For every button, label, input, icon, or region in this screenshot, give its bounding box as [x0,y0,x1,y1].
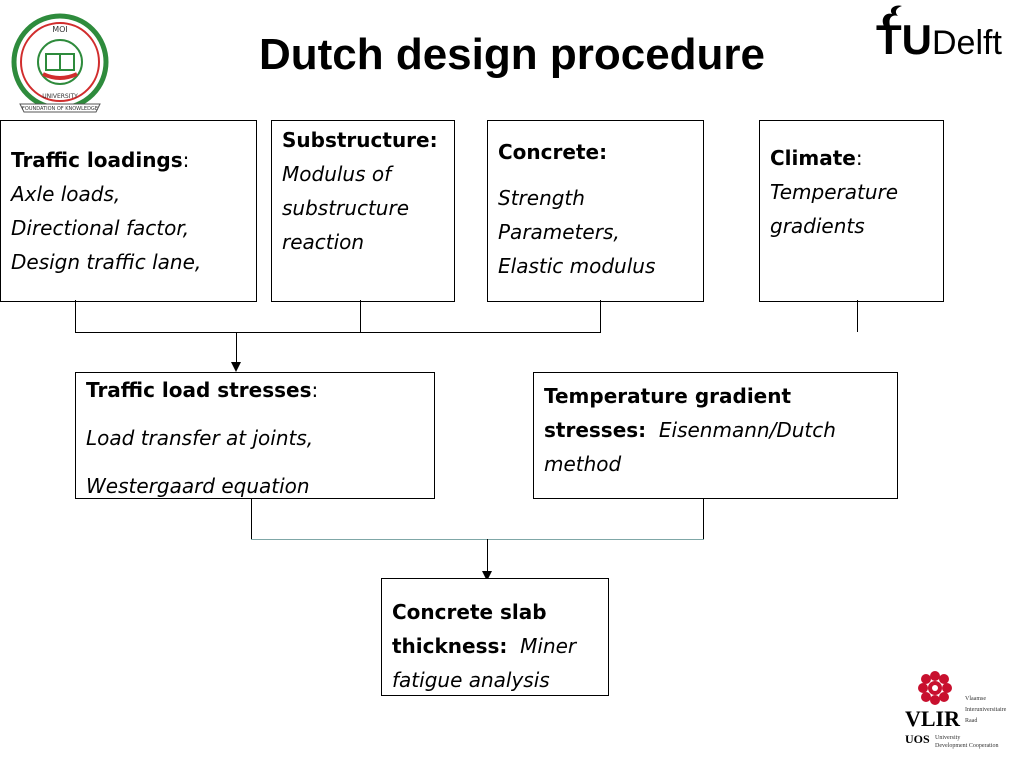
connector-temp-stresses [703,498,704,540]
connector-traffic-stresses [251,498,252,540]
substructure-line-3: reaction [282,230,365,254]
connector-climate [857,300,858,332]
climate-box: Climate: Temperature gradients [759,120,944,302]
temp-gradient-heading-2: stresses: [544,418,647,442]
moi-university-seal-logo: FOUNDATION OF KNOWLEDGE MOI UNIVERSITY [10,12,110,120]
climate-line-1: Temperature [770,180,899,204]
connector-down-to-slab [487,539,488,573]
traffic-load-stresses-box: Traffic load stresses: Load transfer at … [75,372,435,499]
flame-icon [882,5,902,27]
concrete-heading: Concrete: [498,140,608,164]
connector-row1-horizontal [75,332,601,333]
traffic-load-stresses-line-1: Load transfer at joints, [86,426,314,450]
concrete-line-2: Parameters, [498,220,620,244]
connector-down-to-traffic-stresses [236,332,237,364]
vlir-small-5: Development Cooperation [935,743,999,749]
concrete-slab-thickness-box: Concrete slab thickness: Miner fatigue a… [381,578,609,696]
concrete-line-1: Strength [498,186,585,210]
temp-gradient-heading-1: Temperature gradient [544,384,792,408]
concrete-line-3: Elastic modulus [498,254,656,278]
traffic-loadings-line-3: Design traffic lane, [11,250,202,274]
temp-gradient-italic: Eisenmann/Dutch [658,418,836,442]
slab-heading-1: Concrete slab [392,600,547,624]
climate-colon: : [855,146,863,170]
seal-top-text: MOI [52,25,68,34]
traffic-loadings-line-2: Directional factor, [11,216,190,240]
substructure-line-2: substructure [282,196,409,220]
vlir-uos-logo: VLIR UOS Vlaamse Interuniversitaire Raad… [905,668,1020,763]
traffic-loadings-colon: : [182,148,190,172]
slab-heading-2: thickness: [392,634,508,658]
arrow-down-icon [482,571,492,581]
page-title: Dutch design procedure [258,30,766,79]
slab-line-3: fatigue analysis [392,668,550,692]
climate-line-2: gradients [770,214,865,238]
traffic-loadings-line-1: Axle loads, [11,182,121,206]
connector-concrete [600,300,601,332]
connector-substructure [360,300,361,332]
substructure-box: Substructure: Modulus of substructure re… [271,120,455,302]
temp-gradient-line-3: method [544,452,622,476]
substructure-heading: Substructure: [282,128,438,152]
flower-icon [918,671,952,705]
traffic-loadings-heading: Traffic loadings [11,148,183,172]
traffic-loadings-box: Traffic loadings: Axle loads, Directiona… [0,120,257,302]
vlir-small-1: Vlaamse [965,696,986,702]
vlir-small-3: Raad [965,718,978,724]
traffic-load-stresses-line-2: Westergaard equation [86,474,310,498]
arrow-down-icon [231,362,241,372]
substructure-line-1: Modulus of [282,162,392,186]
vlir-small-4: University [935,735,961,741]
connector-traffic-loadings [75,300,76,332]
concrete-box: Concrete: Strength Parameters, Elastic m… [487,120,704,302]
uos-text: UOS [905,732,930,746]
tu-letters: TU [876,16,932,63]
temperature-gradient-stresses-box: Temperature gradient stresses: Eisenmann… [533,372,898,499]
traffic-load-stresses-colon: : [311,378,319,402]
delft-text: Delft [932,24,1002,62]
tu-delft-logo: TUDelft [876,2,1021,63]
vlir-small-2: Interuniversitaire [965,707,1007,713]
climate-heading: Climate [770,146,856,170]
seal-banner-text: FOUNDATION OF KNOWLEDGE [22,106,98,112]
vlir-text: VLIR [905,706,961,731]
slab-italic: Miner [520,634,577,658]
connector-row2-horizontal [251,539,704,540]
seal-bottom-text: UNIVERSITY [42,93,78,100]
traffic-load-stresses-heading: Traffic load stresses [86,378,312,402]
